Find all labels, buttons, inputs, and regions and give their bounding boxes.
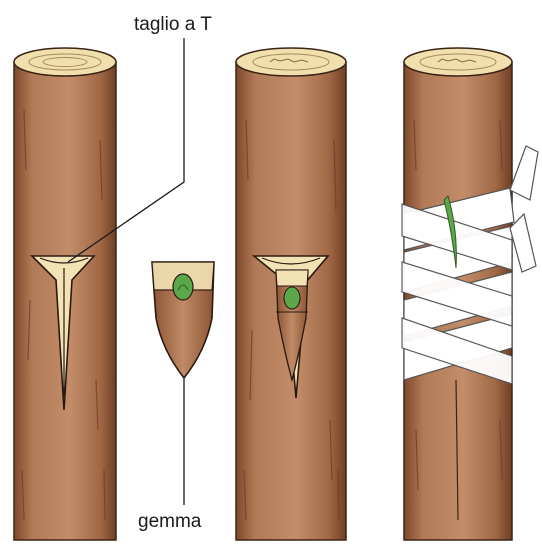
stem-bud-inserted bbox=[236, 48, 346, 540]
stem-t-cut bbox=[14, 48, 116, 540]
bud-label: gemma bbox=[138, 511, 202, 532]
inserted-bud bbox=[284, 287, 300, 309]
stem-bound bbox=[402, 48, 538, 540]
bud bbox=[173, 274, 193, 300]
t-cut-label: taglio a T bbox=[134, 14, 212, 35]
bud-shield bbox=[152, 262, 214, 378]
